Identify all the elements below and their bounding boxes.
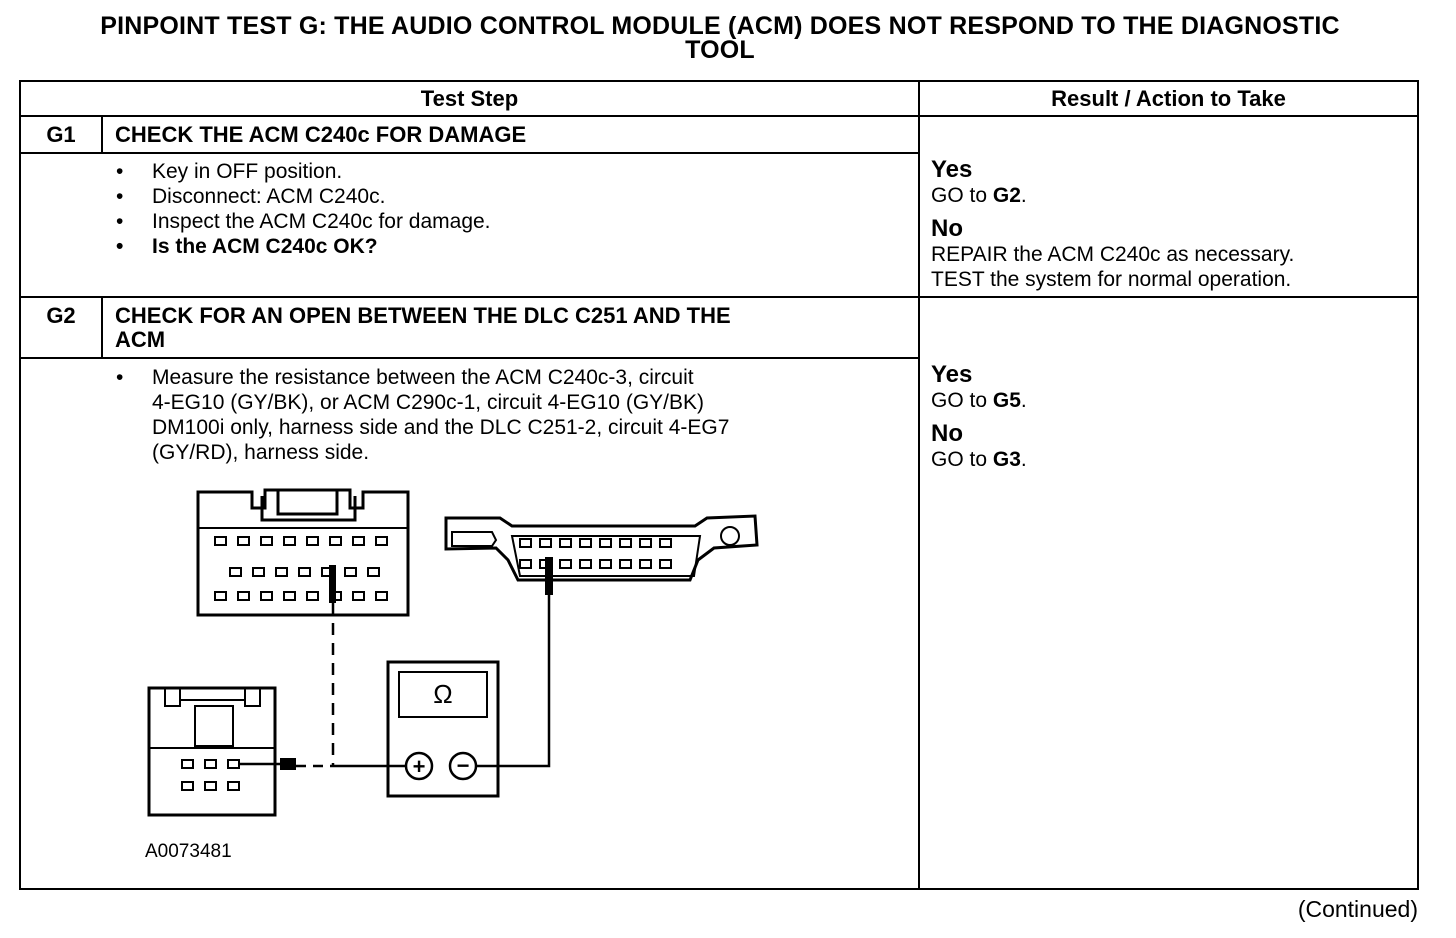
g2-heading-divider — [21, 357, 918, 359]
g1-id-divider — [101, 115, 103, 154]
step-id-g2: G2 — [46, 303, 76, 328]
probe-tip — [545, 557, 553, 595]
g2-id-divider — [101, 296, 103, 359]
header-divider — [21, 115, 1417, 117]
no-action: GO to G3. — [931, 448, 1027, 471]
yes-label: Yes — [931, 156, 973, 183]
dlc-c251-connector — [444, 514, 759, 582]
list-item: Key in OFF position. — [116, 159, 491, 184]
ohm-symbol: Ω — [433, 679, 452, 709]
g2-bullet-list: Measure the resistance between the ACM C… — [116, 365, 729, 465]
probe-tip — [329, 565, 336, 603]
acm-c290c-connector — [147, 686, 277, 817]
header-result-action: Result / Action to Take — [1051, 86, 1286, 111]
page-title: PINPOINT TEST G: THE AUDIO CONTROL MODUL… — [0, 12, 1440, 64]
step-link-g3: G3 — [992, 448, 1021, 471]
list-item: Inspect the ACM C240c for damage. — [116, 209, 491, 234]
no-label: No — [931, 215, 963, 242]
no-label: No — [931, 420, 963, 447]
g1-result: Yes GO to G2. No REPAIR the ACM C240c as… — [931, 157, 1294, 292]
step-id-g1: G1 — [46, 122, 76, 147]
pinpoint-test-table: Test Step Result / Action to Take G1 CHE… — [19, 80, 1419, 890]
list-item: Measure the resistance between the ACM C… — [116, 365, 729, 465]
list-item: Disconnect: ACM C240c. — [116, 184, 491, 209]
positive-terminal-icon — [404, 751, 434, 781]
step-link-g5: G5 — [992, 389, 1021, 412]
step-heading-g1: CHECK THE ACM C240c FOR DAMAGE — [115, 122, 527, 147]
ohmmeter — [386, 660, 500, 798]
yes-action: GO to G2. — [931, 184, 1027, 207]
plus-sign: + — [413, 754, 426, 779]
acm-c240c-connector — [196, 488, 410, 617]
step-link-g2: G2 — [992, 184, 1021, 207]
minus-sign: − — [457, 753, 470, 778]
header-test-step: Test Step — [420, 86, 519, 111]
figure-id: A0073481 — [145, 841, 232, 862]
g2-result: Yes GO to G5. No GO to G3. — [931, 362, 1027, 472]
no-action-line-1: REPAIR the ACM C240c as necessary. — [931, 243, 1295, 266]
column-divider — [918, 82, 920, 888]
step-heading-g2: CHECK FOR AN OPEN BETWEEN THE DLC C251 A… — [115, 303, 731, 352]
continued-label: (Continued) — [1297, 896, 1418, 922]
yes-label: Yes — [931, 361, 973, 388]
probe-tip — [280, 758, 296, 770]
title-line-1: PINPOINT TEST G: THE AUDIO CONTROL MODUL… — [100, 12, 1340, 40]
g1-bullet-list: Key in OFF position. Disconnect: ACM C24… — [116, 159, 491, 259]
test-lead-negative — [476, 595, 551, 768]
list-item-question: Is the ACM C240c OK? — [116, 234, 491, 259]
no-action-line-2: TEST the system for normal operation. — [931, 268, 1292, 291]
yes-action: GO to G5. — [931, 389, 1027, 412]
g1-g2-divider — [21, 296, 1417, 298]
negative-terminal-icon — [448, 751, 478, 781]
g1-heading-divider — [21, 152, 918, 154]
title-line-2: TOOL — [685, 36, 755, 64]
